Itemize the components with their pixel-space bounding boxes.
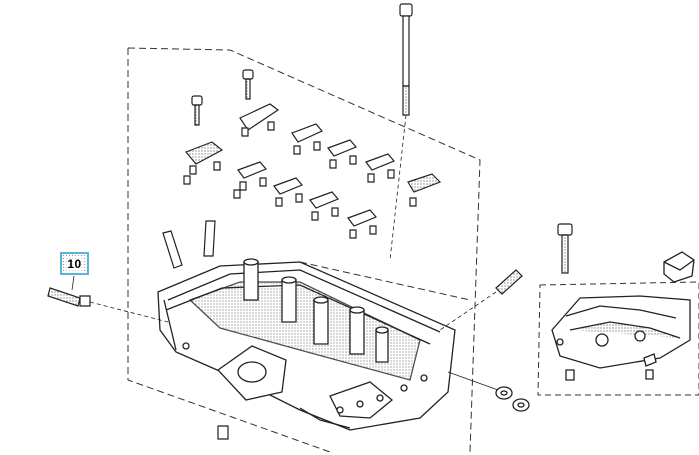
sensor-part bbox=[48, 276, 168, 322]
cover-assembly bbox=[552, 296, 690, 380]
bushing bbox=[664, 252, 694, 282]
rocker-arm-3 bbox=[328, 140, 356, 168]
rocker-arm-7 bbox=[274, 178, 302, 206]
small-bolt-1 bbox=[243, 70, 253, 99]
rocker-arm-4 bbox=[366, 154, 394, 182]
cover-bolt bbox=[558, 224, 572, 273]
cylinder-head bbox=[158, 259, 455, 430]
rocker-arm-1 bbox=[240, 104, 278, 136]
rocker-arm-10 bbox=[408, 174, 440, 206]
small-bolt-2 bbox=[192, 96, 202, 125]
stud-bolt bbox=[440, 270, 522, 330]
rocker-arm-6 bbox=[238, 162, 266, 190]
dowel-pins bbox=[163, 221, 228, 439]
washers bbox=[448, 372, 529, 411]
callout-10[interactable]: 10 bbox=[60, 252, 89, 275]
rocker-arm-9 bbox=[348, 210, 376, 238]
rocker-arm-5 bbox=[186, 142, 222, 174]
assembly-frame bbox=[128, 48, 480, 452]
rocker-arm-2 bbox=[292, 124, 322, 154]
callout-label: 10 bbox=[66, 256, 83, 271]
rocker-arm-8 bbox=[310, 192, 338, 220]
rocker-arms bbox=[184, 104, 440, 238]
head-bolt-long bbox=[390, 4, 412, 260]
